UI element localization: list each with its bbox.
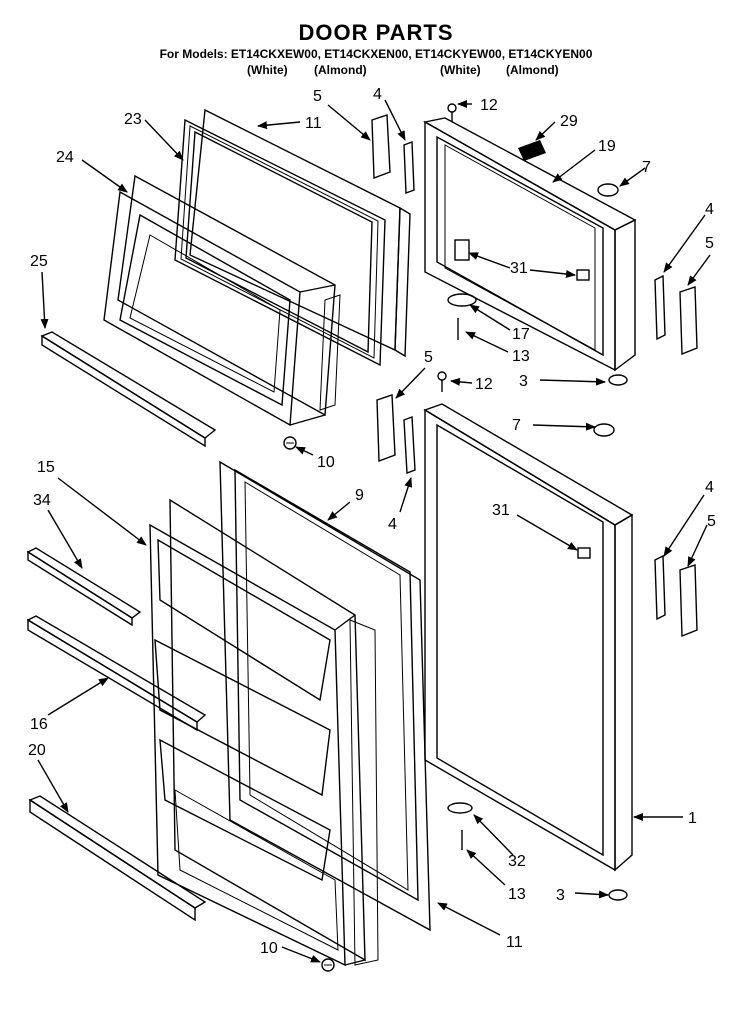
leader-lines — [37, 99, 711, 963]
freezer-outer-door — [423, 103, 637, 386]
callout: 1 — [688, 810, 697, 827]
callout: 5 — [424, 349, 433, 366]
callout: 15 — [37, 459, 55, 476]
callout: 34 — [33, 492, 51, 509]
callout: 7 — [512, 417, 521, 434]
callout: 11 — [305, 115, 322, 132]
fresh-food-door-liner — [149, 498, 379, 967]
door-screw — [283, 436, 297, 450]
door-shelf-bar-16 — [26, 615, 207, 732]
callout: 3 — [556, 887, 565, 904]
callout: 5 — [707, 513, 716, 530]
callout: 4 — [373, 86, 382, 103]
callout: 19 — [598, 138, 616, 155]
freezer-door-gasket — [174, 118, 386, 367]
variant-label: (Almond) — [314, 63, 367, 77]
callout: 24 — [56, 149, 74, 166]
callout: 11 — [506, 934, 523, 951]
door-shelf-bar-34 — [26, 547, 142, 627]
variant-label: (White) — [247, 63, 288, 77]
callout: 9 — [355, 487, 364, 504]
callout: 4 — [388, 516, 397, 533]
variant-label: (Almond) — [506, 63, 559, 77]
handle-trim-right-upper — [654, 274, 698, 356]
callout: 16 — [30, 716, 48, 733]
callout: 23 — [124, 111, 142, 128]
callout: 25 — [30, 253, 48, 270]
callout: 12 — [475, 376, 493, 393]
door-screw — [321, 958, 335, 972]
callout: 13 — [508, 886, 526, 903]
models-line: For Models: ET14CKXEW00, ET14CKXEN00, ET… — [159, 47, 593, 61]
callout: 5 — [313, 88, 322, 105]
door-shelf-bar-20 — [28, 795, 207, 922]
callout: 4 — [705, 201, 714, 218]
fresh-food-foam-insulation — [219, 460, 431, 932]
page-title: DOOR PARTS — [298, 20, 454, 45]
callout: 29 — [560, 113, 578, 130]
fresh-food-door-gasket — [234, 468, 419, 902]
callout: 20 — [28, 742, 46, 759]
freezer-door-shelf-bar — [40, 331, 217, 448]
callout: 3 — [519, 373, 528, 390]
callout: 31 — [492, 502, 510, 519]
callout: 12 — [480, 97, 498, 114]
callout: 10 — [317, 454, 335, 471]
freezer-door-liner — [103, 174, 341, 427]
handle-trim-upper — [371, 114, 415, 194]
handle-trim-right-lower — [654, 554, 698, 638]
callout: 5 — [705, 235, 714, 252]
callout: 10 — [260, 940, 278, 957]
callout: 7 — [642, 159, 651, 176]
callout: 32 — [508, 853, 526, 870]
callout: 31 — [510, 260, 528, 277]
fresh-food-outer-door — [423, 371, 634, 901]
handle-trim-middle — [376, 394, 416, 474]
variant-label: (White) — [440, 63, 481, 77]
callout: 17 — [512, 326, 530, 343]
callout: 13 — [512, 348, 530, 365]
callout: 4 — [705, 479, 714, 496]
freezer-foam-insulation — [189, 108, 411, 358]
